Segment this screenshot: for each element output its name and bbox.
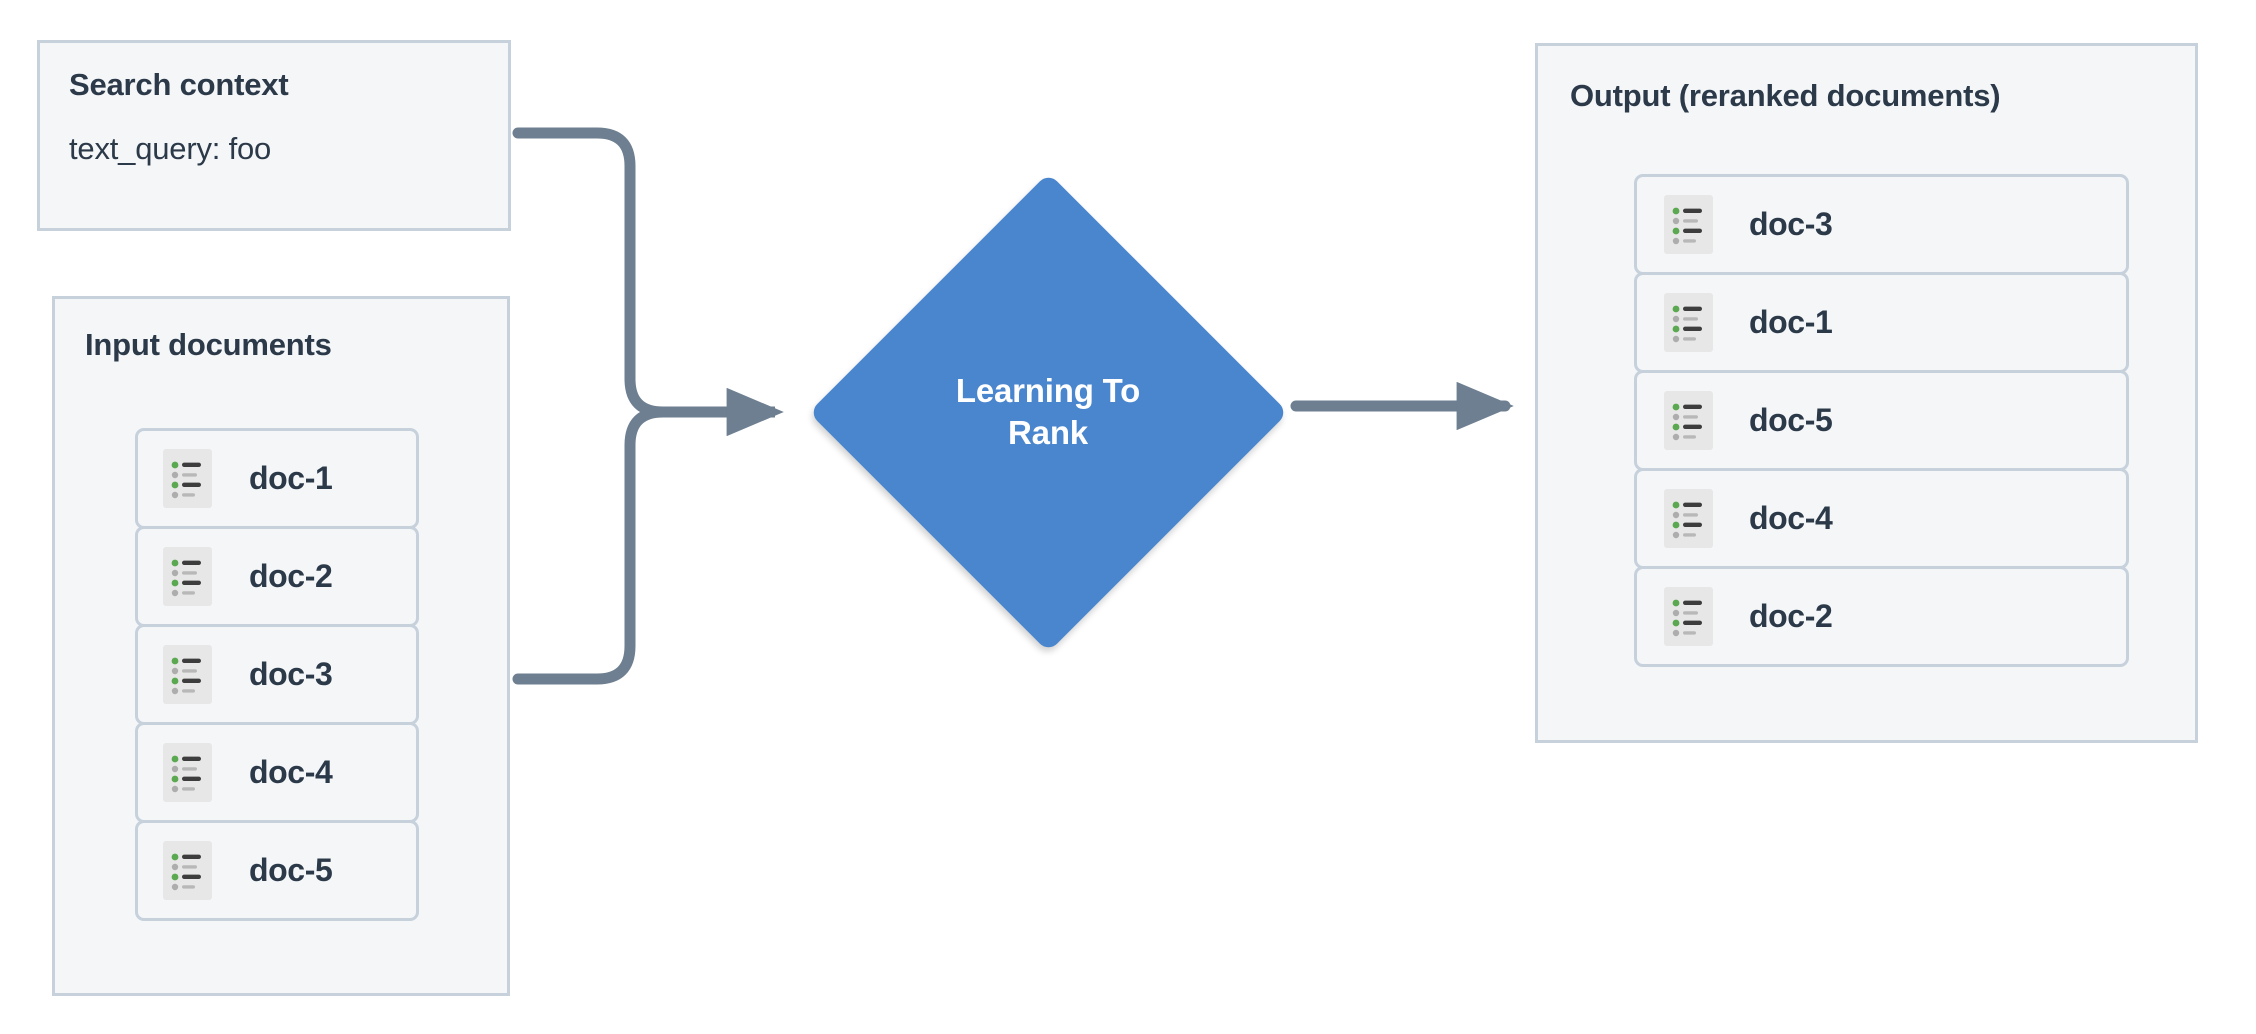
list-item-label: doc-1 (249, 460, 333, 496)
list-item-label: doc-4 (249, 754, 333, 790)
document-list-icon (1664, 587, 1713, 646)
list-item[interactable]: doc-4 (135, 722, 419, 823)
list-item[interactable]: doc-2 (135, 526, 419, 627)
connector-search-context-to-ltr (512, 127, 738, 418)
search-context-panel: Search context text_query: foo (37, 40, 511, 231)
connector-input-documents-to-ltr (512, 406, 738, 685)
list-item[interactable]: doc-4 (1634, 468, 2129, 569)
search-context-title: Search context (69, 67, 289, 102)
list-item-label: doc-3 (1749, 206, 1833, 242)
list-item-label: doc-4 (1749, 500, 1833, 536)
list-item[interactable]: doc-2 (1634, 566, 2129, 667)
output-panel: Output (reranked documents) doc-3 (1535, 43, 2198, 743)
output-title: Output (reranked documents) (1570, 78, 2001, 113)
document-list-icon (163, 449, 212, 508)
input-documents-title: Input documents (85, 327, 332, 362)
list-item-label: doc-1 (1749, 304, 1833, 340)
document-list-icon (163, 645, 212, 704)
document-list-icon (1664, 195, 1713, 254)
input-documents-panel: Input documents doc-1 (52, 296, 510, 996)
output-document-list: doc-3 doc-1 (1634, 174, 2129, 667)
document-list-icon (163, 547, 212, 606)
list-item-label: doc-5 (249, 852, 333, 888)
list-item[interactable]: doc-1 (1634, 272, 2129, 373)
list-item[interactable]: doc-5 (1634, 370, 2129, 471)
list-item[interactable]: doc-5 (135, 820, 419, 921)
list-item-label: doc-3 (249, 656, 333, 692)
list-item-label: doc-2 (1749, 598, 1833, 634)
list-item[interactable]: doc-3 (1634, 174, 2129, 275)
input-document-list: doc-1 doc-2 (135, 428, 419, 921)
document-list-icon (163, 841, 212, 900)
document-list-icon (1664, 391, 1713, 450)
document-list-icon (1664, 489, 1713, 548)
list-item[interactable]: doc-3 (135, 624, 419, 725)
document-list-icon (163, 743, 212, 802)
document-list-icon (1664, 293, 1713, 352)
list-item[interactable]: doc-1 (135, 428, 419, 529)
list-item-label: doc-2 (249, 558, 333, 594)
search-context-query: text_query: foo (69, 131, 272, 166)
list-item-label: doc-5 (1749, 402, 1833, 438)
